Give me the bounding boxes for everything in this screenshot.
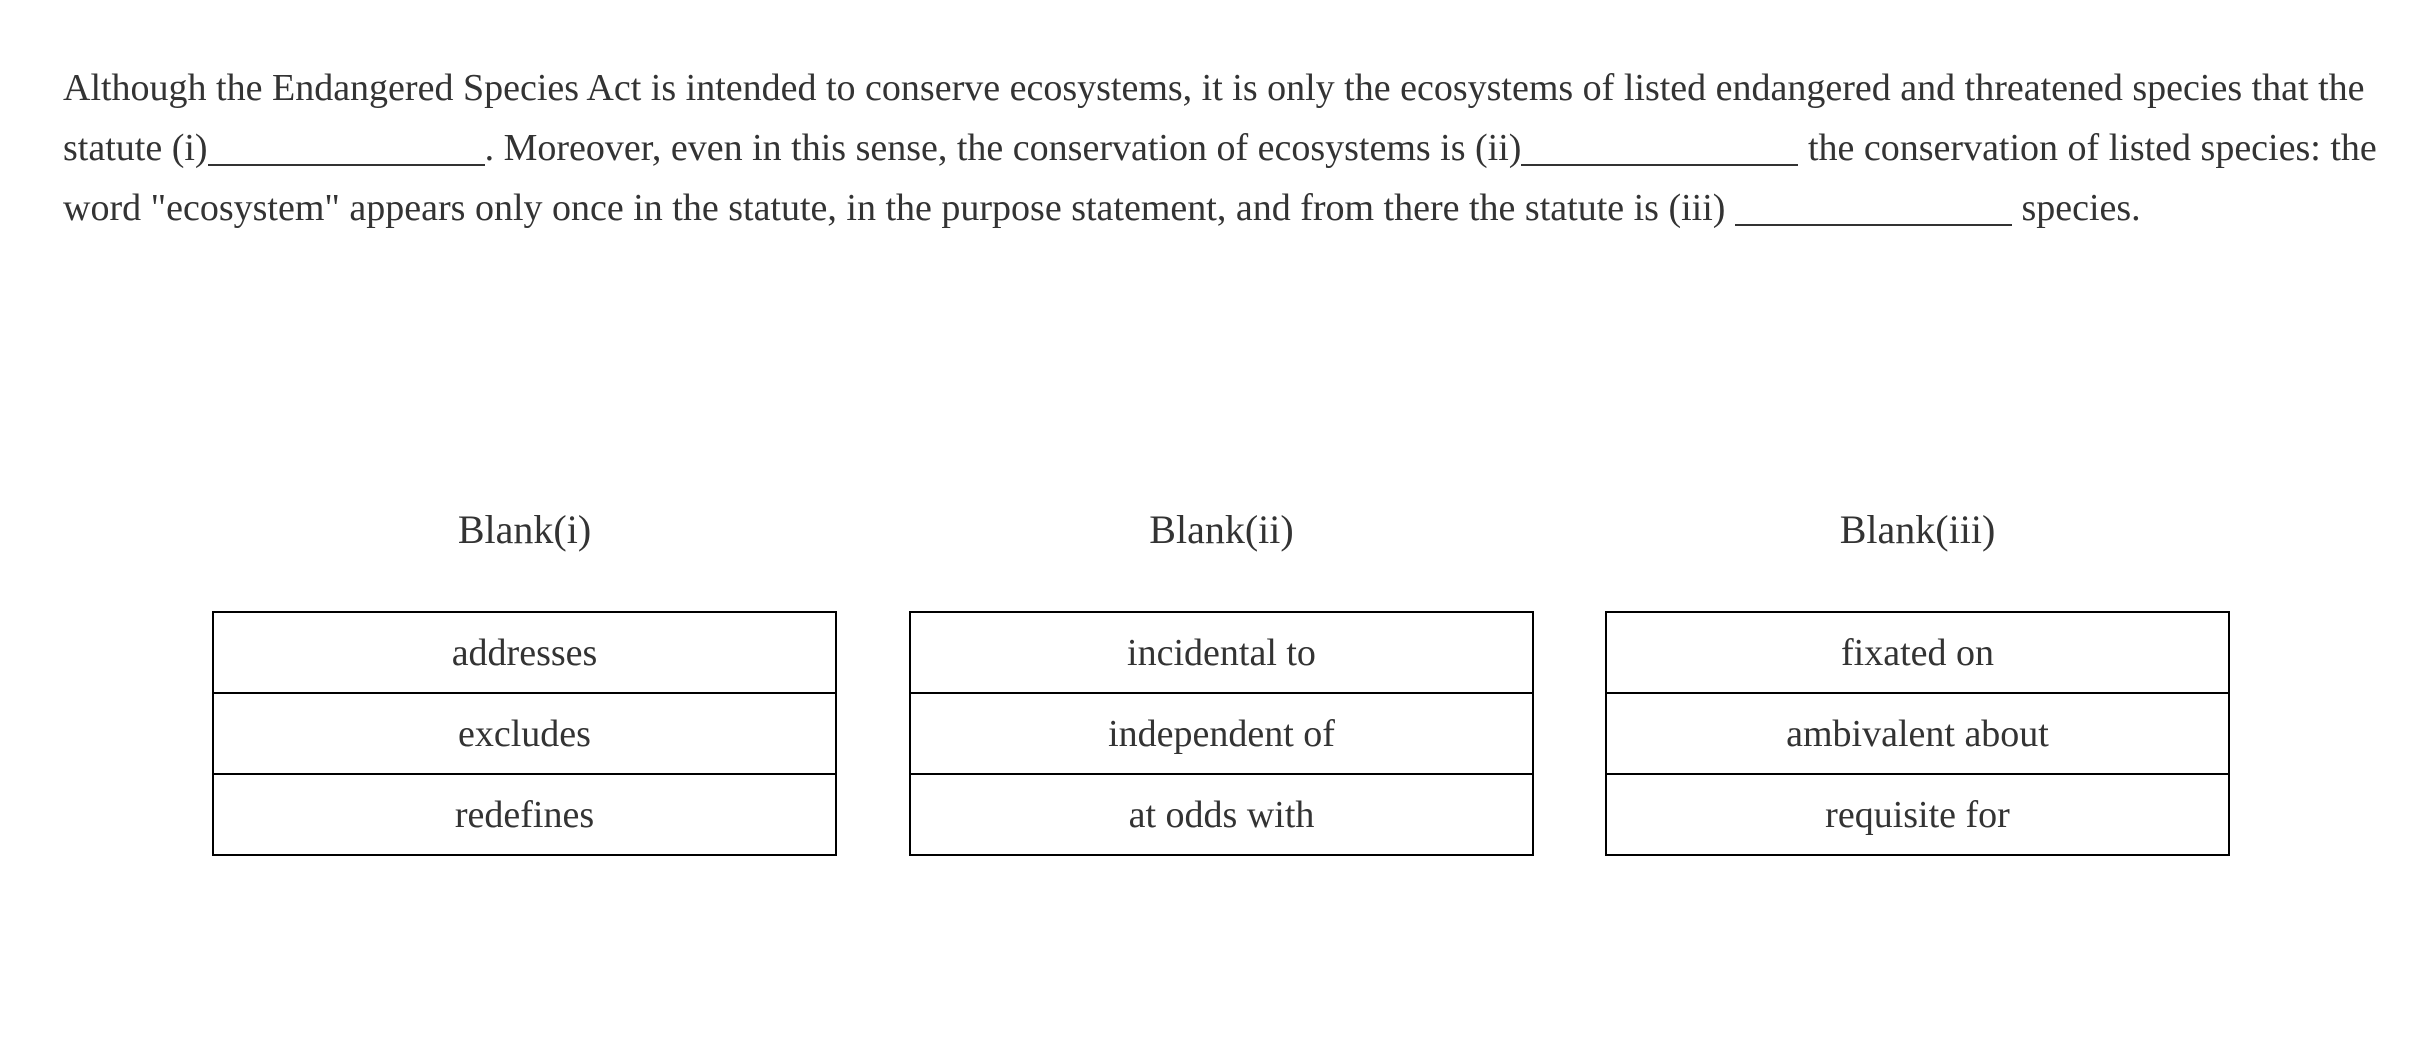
blank-iii-choices: fixated on ambivalent about requisite fo… xyxy=(1605,611,2230,856)
blank-ii-line xyxy=(1521,124,1799,166)
passage-text-part-4: species. xyxy=(2011,187,2141,229)
blank-iii-option[interactable]: fixated on xyxy=(1605,611,2230,694)
blank-ii-choices: incidental to independent of at odds wit… xyxy=(909,611,1534,856)
passage-text-part-3: the conservation of listed species: the … xyxy=(63,127,2377,229)
blank-i-line xyxy=(207,124,485,166)
blank-ii-header: Blank(ii) xyxy=(1149,507,1294,552)
blank-ii-option[interactable]: at odds with xyxy=(909,773,1534,856)
blank-iii-header: Blank(iii) xyxy=(1839,507,1996,552)
blank-ii-option[interactable]: incidental to xyxy=(909,611,1534,694)
blank-i-header: Blank(i) xyxy=(457,507,592,552)
blank-i-option[interactable]: addresses xyxy=(212,611,837,694)
blank-iii-column: Blank(iii) fixated on ambivalent about r… xyxy=(1605,500,2230,856)
blank-iii-line xyxy=(1734,184,2012,226)
passage-text-part-2: . Moreover, even in this sense, the cons… xyxy=(484,127,1522,169)
blank-ii-column: Blank(ii) incidental to independent of a… xyxy=(909,500,1534,856)
passage-text-part-1: Although the Endangered Species Act is i… xyxy=(63,67,2365,169)
blank-i-option[interactable]: excludes xyxy=(212,692,837,775)
blank-iii-option[interactable]: ambivalent about xyxy=(1605,692,2230,775)
blank-iii-option[interactable]: requisite for xyxy=(1605,773,2230,856)
blank-i-column: Blank(i) addresses excludes redefines xyxy=(212,500,837,856)
blank-ii-option[interactable]: independent of xyxy=(909,692,1534,775)
question-passage: Although the Endangered Species Act is i… xyxy=(63,58,2383,238)
blank-i-choices: addresses excludes redefines xyxy=(212,611,837,856)
blank-i-option[interactable]: redefines xyxy=(212,773,837,856)
